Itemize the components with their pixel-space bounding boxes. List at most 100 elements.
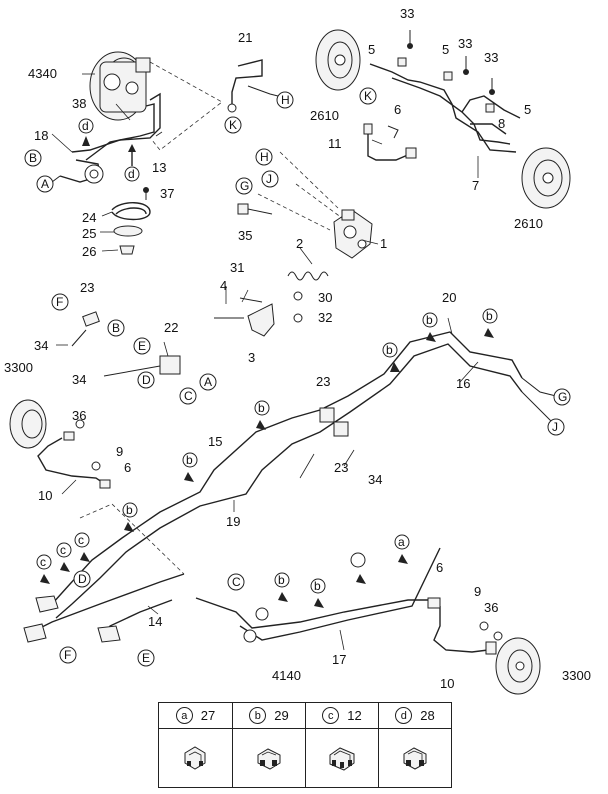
part-number: 19 [226,514,240,529]
legend-header: a 27 [159,703,232,729]
part-number: 3 [248,350,255,365]
connector-letter: D [78,572,87,586]
part-number: 6 [436,560,443,575]
clip-d-icon [403,747,427,770]
legend-letter: c [322,707,340,724]
legend-part-number: 29 [274,708,289,723]
legend-cell-d: d 28 [378,703,451,787]
part-number: 13 [152,160,166,175]
part-number: 16 [456,376,470,391]
clip-mark: b [186,453,193,467]
brake-booster-assembly [51,51,223,255]
clip-mark: b [258,401,265,415]
part-number: 11 [328,136,342,151]
part-number: 17 [332,652,346,667]
reference-number: 3300 [4,360,33,375]
legend-letter: a [175,707,193,724]
reference-labels: 4340 2610 2610 3300 3300 4140 [4,66,591,683]
clip-mark: a [398,535,405,549]
part-number: 23 [80,280,94,295]
part-number: 15 [208,434,222,449]
part-number: 23 [316,374,330,389]
legend-letter: d [395,707,413,724]
connector-letter: J [552,420,558,434]
part-number: 34 [72,372,86,387]
part-number: 6 [124,460,131,475]
part-number: 34 [368,472,382,487]
part-number: 18 [34,128,48,143]
legend-letter: b [249,707,267,724]
legend-cell-b: b 29 [232,703,305,787]
clip-mark: b [386,343,393,357]
clip-a-icon [184,746,206,770]
legend-part-number: 12 [347,708,362,723]
connector-letter: K [229,118,237,132]
part-number: 10 [38,488,52,503]
reference-number: 4340 [28,66,57,81]
part-number: 30 [318,290,332,305]
connector-letter: K [364,89,372,103]
legend-header: c 12 [306,703,378,729]
part-number: 36 [72,408,86,423]
part-number: 33 [458,36,472,51]
clip-legend-table: a 27 b 29 c 12 [158,702,452,788]
connector-letter: C [232,575,241,589]
rear-right-line [195,547,541,695]
part-number: 5 [368,42,375,57]
proportioning-valve [214,151,373,337]
part-number: 14 [148,614,162,629]
connector-letter: H [281,93,290,107]
clip-mark: b [126,503,133,517]
connector-letter: G [240,179,249,193]
clip-mark: c [40,555,46,569]
part-number: 26 [82,244,96,259]
legend-cell-a: a 27 [159,703,232,787]
connector-letters: B A A B F F E E D D C C G G J J H H K K [24,87,571,667]
connector-letter: A [204,375,212,389]
front-left-hose [9,399,111,489]
part-number: 1 [380,236,387,251]
part-number: 5 [524,102,531,117]
part-number: 24 [82,210,96,225]
part-number: 37 [160,186,174,201]
reference-number: 4140 [272,668,301,683]
connector-letter: G [558,390,567,404]
clip-mark: b [314,579,321,593]
clip-mark: d [82,119,89,133]
connector-letter: A [41,177,49,191]
part-number: 9 [474,584,481,599]
legend-header: b 29 [233,703,305,729]
connector-letter: F [64,648,71,662]
clip-mark: b [426,313,433,327]
main-brake-lines [23,331,557,643]
part-number: 20 [442,290,456,305]
part-number: 4 [220,278,227,293]
part-number: 31 [230,260,244,275]
legend-part-number: 27 [200,708,216,723]
part-number: 22 [164,320,178,335]
reference-number: 3300 [562,668,591,683]
clip-mark: d [128,167,135,181]
part-number: 8 [498,116,505,131]
part-number: 6 [394,102,401,117]
reference-number: 2610 [310,108,339,123]
connector-letter: J [266,172,272,186]
connector-letter: E [142,651,150,665]
legend-cell-c: c 12 [305,703,378,787]
legend-part-number: 28 [420,708,435,723]
part-number: 9 [116,444,123,459]
part-number: 25 [82,226,96,241]
connector-letter: F [56,295,63,309]
rear-line-assembly [315,29,571,209]
part-number: 23 [334,460,348,475]
connector-letter: B [29,151,37,165]
part-number: 33 [484,50,498,65]
connector-letter: D [142,373,151,387]
connector-letter: B [112,321,120,335]
part-number: 32 [318,310,332,325]
part-number: 36 [484,600,498,615]
part-number: 21 [238,30,252,45]
clip-mark: c [78,533,84,547]
legend-header: d 28 [379,703,451,729]
